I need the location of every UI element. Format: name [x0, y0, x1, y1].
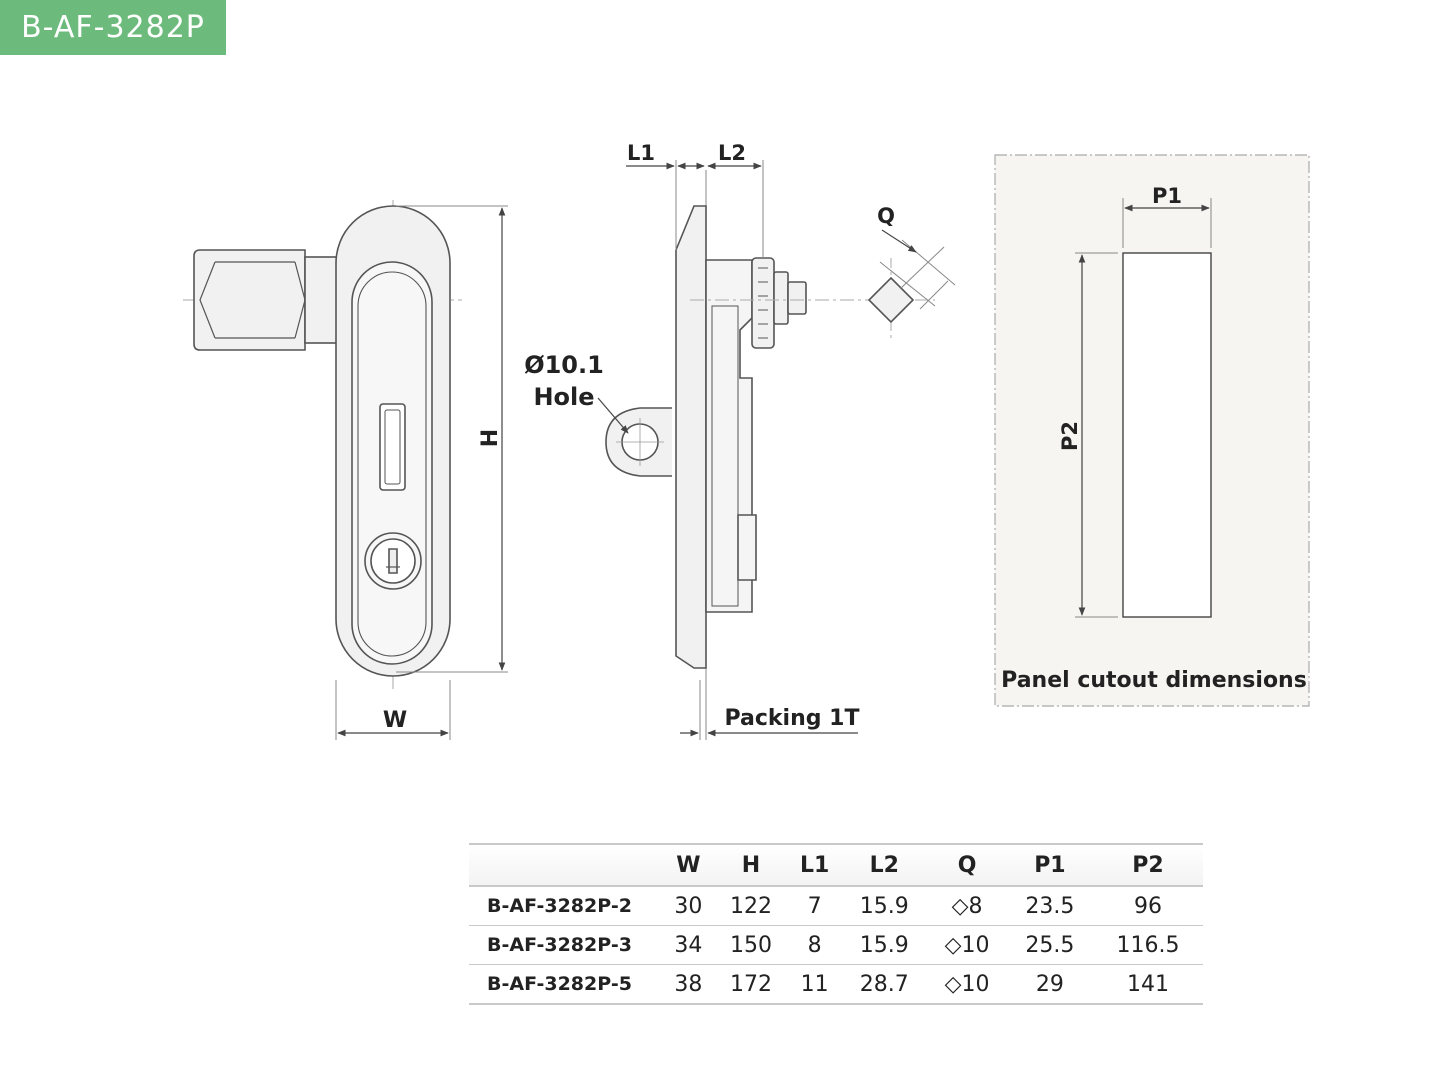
table-row: B-AF-3282P-5 38 172 11 28.7 ◇10 29 141	[469, 964, 1203, 1005]
l1-label: L1	[627, 141, 655, 165]
table-cell: 23.5	[1006, 886, 1094, 926]
table-cell: 30	[663, 886, 714, 926]
table-cell: 28.7	[841, 964, 928, 1005]
table-cell: 25.5	[1006, 925, 1094, 965]
side-view	[597, 160, 935, 740]
header-cell: W	[663, 843, 714, 887]
cutout-rectangle	[1122, 252, 1212, 618]
table-header-row: W H L1 L2 Q P1 P2	[469, 843, 1203, 887]
panel-cutout	[994, 154, 1310, 707]
latch-slot	[379, 403, 406, 491]
table-cell: 8	[788, 925, 842, 965]
table-cell: 141	[1093, 964, 1203, 1005]
l2-label: L2	[718, 141, 746, 165]
table-cell: 96	[1093, 886, 1203, 926]
packing-label: Packing 1T	[725, 706, 860, 731]
handle-arm	[193, 249, 306, 351]
table-cell: 34	[663, 925, 714, 965]
spec-table: W H L1 L2 Q P1 P2 B-AF-3282P-2 30 122 7 …	[469, 843, 1203, 1005]
header-cell: L2	[841, 843, 928, 887]
front-flange	[675, 205, 707, 669]
table-cell: 11	[788, 964, 842, 1005]
square-q-icon	[867, 276, 915, 324]
header-cell: L1	[788, 843, 842, 887]
hole-size-label: Ø10.1	[524, 351, 604, 379]
header-cell: P1	[1006, 843, 1094, 887]
model-cell: B-AF-3282P-3	[469, 925, 663, 965]
table-cell: ◇8	[927, 886, 1007, 926]
table-row: B-AF-3282P-3 34 150 8 15.9 ◇10 25.5 116.…	[469, 925, 1203, 965]
q-label: Q	[877, 204, 895, 228]
table-cell: 116.5	[1093, 925, 1203, 965]
table-cell: 150	[713, 925, 789, 965]
table-cell: 15.9	[841, 886, 928, 926]
model-cell: B-AF-3282P-5	[469, 964, 663, 1005]
header-cell: P2	[1093, 843, 1203, 887]
handle-hub	[304, 256, 338, 344]
table-cell: ◇10	[927, 964, 1007, 1005]
spring-housing	[751, 257, 775, 349]
table-cell: 15.9	[841, 925, 928, 965]
h-label: H	[478, 429, 503, 447]
w-label: W	[383, 708, 407, 733]
q-detail	[867, 229, 956, 340]
p2-label: P2	[1058, 421, 1082, 451]
table-cell: 29	[1006, 964, 1094, 1005]
panel-caption: Panel cutout dimensions	[1001, 668, 1307, 693]
square-spindle	[787, 281, 807, 315]
model-cell: B-AF-3282P-2	[469, 886, 663, 926]
table-cell: ◇10	[927, 925, 1007, 965]
header-cell: Q	[927, 843, 1007, 887]
front-view	[183, 200, 508, 740]
model-badge: B-AF-3282P	[0, 0, 226, 55]
header-cell	[469, 843, 663, 887]
header-cell: H	[713, 843, 789, 887]
table-cell: 38	[663, 964, 714, 1005]
table-cell: 122	[713, 886, 789, 926]
hole-label: Hole	[533, 383, 594, 411]
p1-label: P1	[1152, 184, 1182, 208]
table-cell: 7	[788, 886, 842, 926]
table-row: B-AF-3282P-2 30 122 7 15.9 ◇8 23.5 96	[469, 886, 1203, 926]
table-cell: 172	[713, 964, 789, 1005]
